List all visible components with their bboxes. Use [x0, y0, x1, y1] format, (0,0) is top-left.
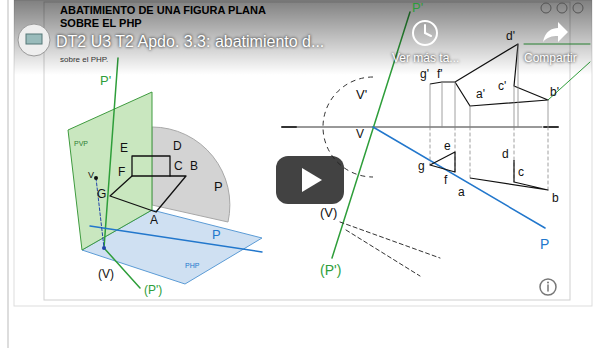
point-label: (V) — [320, 206, 337, 221]
channel-logo-mark — [26, 34, 42, 44]
point-label: V' — [356, 88, 367, 103]
reference-line — [470, 106, 471, 127]
horizontal-projection — [430, 152, 455, 172]
slide-heading: ABATIMIENTO DE UNA FIGURA PLANA SOBRE EL… — [60, 4, 300, 29]
point-marker — [102, 246, 106, 250]
point-label: c — [518, 166, 524, 180]
reference-line — [548, 100, 549, 127]
play-icon — [302, 168, 322, 192]
clock-icon — [424, 25, 426, 33]
reference-line — [470, 127, 471, 178]
point-label: f — [444, 174, 447, 188]
plane-label: P — [214, 180, 223, 195]
horizontal-trace — [90, 226, 262, 252]
point-label: g — [418, 160, 425, 174]
ground-line-mark — [282, 126, 296, 128]
trace-label: P — [212, 228, 221, 243]
point-label: c' — [498, 80, 506, 94]
trace-label: P — [540, 236, 549, 252]
plane-figure — [110, 156, 186, 212]
point-label: a — [458, 186, 465, 200]
info-icon — [547, 282, 549, 284]
point-label: B — [190, 160, 198, 174]
trace-label: P' — [100, 74, 111, 89]
rotation-line — [340, 222, 440, 258]
point-label: V — [356, 128, 364, 142]
point-label: D — [173, 140, 182, 154]
rotation-line — [346, 230, 420, 276]
reference-line — [442, 82, 443, 127]
video-area — [14, 0, 592, 306]
info-icon — [547, 285, 549, 291]
ground-line-mark — [544, 126, 558, 128]
title-overlay — [14, 0, 592, 75]
point-label: b — [552, 192, 559, 206]
reference-line — [430, 84, 431, 127]
ground-line — [292, 127, 542, 128]
slide-icon — [557, 3, 567, 13]
video-title: DT2 U3 T2 Apdo. 3.3: abatimiento d... — [56, 33, 324, 51]
point-label: F — [118, 166, 125, 180]
reference-line — [514, 86, 515, 127]
plane-figure-edge — [132, 175, 170, 176]
reference-line — [548, 127, 549, 190]
reference-line — [455, 82, 456, 127]
clock-icon — [413, 21, 437, 45]
trace-label: (P') — [144, 284, 162, 298]
share-icon — [543, 22, 568, 42]
point-label: b' — [550, 86, 559, 100]
point-marker — [94, 176, 98, 180]
trace-label: (P') — [320, 262, 341, 278]
clock-icon — [425, 33, 431, 36]
slide-icon — [573, 3, 583, 13]
point-label: G — [97, 188, 106, 202]
play-button — [276, 156, 344, 204]
channel-logo — [18, 24, 50, 56]
rotated-plane-disc — [152, 127, 230, 222]
point-label: (V) — [98, 268, 114, 282]
info-icon — [540, 279, 556, 295]
slide-note: sobre el PHP. — [60, 55, 108, 64]
point-label: C — [174, 160, 183, 174]
point-label: d — [502, 148, 509, 162]
point-label: a' — [476, 88, 485, 102]
point-label: f' — [437, 68, 443, 82]
horizontal-trace — [373, 127, 545, 228]
slide-icon — [541, 3, 551, 13]
point-label: V — [88, 170, 94, 180]
button-caption: Ver más ta... — [392, 52, 459, 66]
point-label: A — [150, 214, 158, 228]
page-border — [8, 0, 9, 348]
plane-name: PHP — [185, 262, 199, 270]
button-caption: Compartir — [524, 52, 577, 66]
horizontal-projection — [470, 160, 548, 190]
reference-line — [430, 127, 431, 165]
point-label: g' — [420, 68, 429, 82]
point-label: e — [444, 140, 451, 154]
trace-label: P' — [412, 1, 423, 16]
plane-name: PVP — [74, 140, 88, 148]
point-label: E — [120, 142, 128, 156]
point-label: d' — [506, 30, 515, 44]
